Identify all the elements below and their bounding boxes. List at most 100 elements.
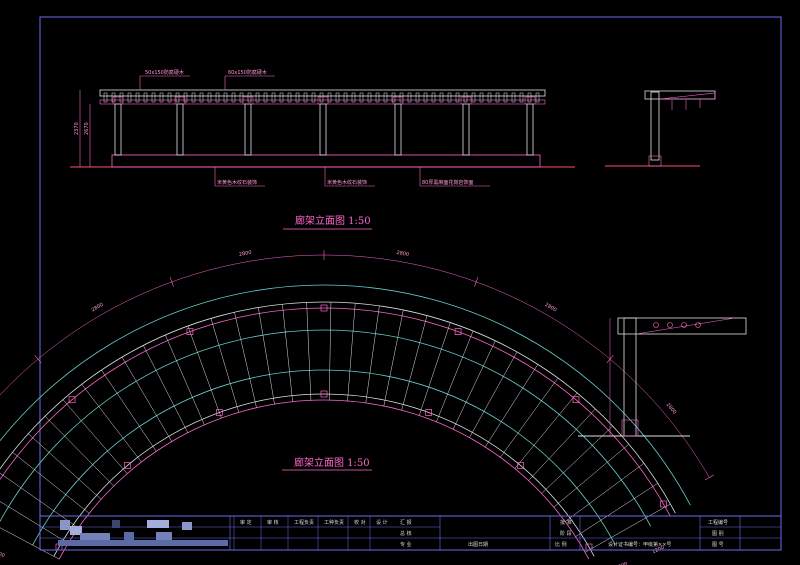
stage-label: 阶 段 — [560, 530, 572, 537]
radial-dim-left: 300 — [0, 550, 5, 559]
project-no-label: 工程编号 — [708, 519, 728, 526]
tb-row2-2: 专 业 — [400, 541, 412, 548]
ratio-label: 比 例 — [555, 541, 567, 548]
rafter-radial — [121, 356, 172, 442]
rafter — [255, 92, 260, 103]
callout-bottom-1: 米黄色木纹石装饰 — [217, 179, 257, 186]
rafter-radial — [553, 443, 630, 508]
title-block-columns: 审 定审 核工程负责工种负责校 对设 计 — [233, 516, 388, 550]
column-cap — [524, 96, 536, 105]
company-logo — [58, 520, 228, 546]
approve-label: 批 准 — [560, 519, 572, 526]
rafter-radial — [62, 399, 128, 474]
rafter — [271, 92, 276, 103]
rafter-radial — [401, 315, 428, 411]
callout-bottom-2: 米黄色木纹石装饰 — [327, 179, 367, 186]
rafter — [135, 92, 140, 103]
column-plan — [68, 396, 76, 404]
rafter — [247, 92, 252, 103]
plan-arc — [58, 399, 590, 560]
rafter — [319, 92, 324, 103]
column — [114, 103, 122, 156]
height-dim-2: 2670 — [84, 122, 90, 135]
title-block: 审 定审 核工程负责工种负责校 对设 计 批 准 阶 段 出图日期 比 例 设计… — [39, 515, 782, 551]
dim-tick — [169, 277, 174, 287]
dim-tick — [474, 277, 479, 287]
rafter-radial — [44, 415, 114, 487]
plan-arc — [0, 301, 676, 514]
rafter — [143, 92, 148, 103]
rafter — [375, 92, 380, 103]
rafter-radial — [234, 312, 257, 408]
tb-row2-0: 汇 报 — [400, 519, 412, 526]
rafter-radial — [0, 527, 60, 560]
rafter — [423, 92, 428, 103]
rafter-radial — [418, 322, 451, 416]
column-plan — [186, 328, 194, 335]
rafter — [471, 92, 476, 103]
rafter-radial — [541, 425, 613, 494]
rafter — [407, 92, 412, 103]
rafter — [279, 92, 284, 103]
rafter-radial — [436, 330, 474, 422]
rafter — [399, 92, 404, 103]
rafter-radial — [210, 318, 240, 413]
segment-dim: 2800 — [665, 402, 678, 416]
rafter — [191, 92, 196, 103]
rafter — [527, 92, 532, 103]
callout-bottom-3: 80厚黑麻面花岗岩饰面 — [422, 179, 473, 186]
rafter — [231, 92, 236, 103]
rafter — [311, 92, 316, 103]
radial-dim-right: 1200 — [615, 561, 629, 565]
column-plan — [320, 390, 328, 398]
rafter — [503, 92, 508, 103]
column — [244, 103, 252, 156]
rafter — [183, 92, 188, 103]
column — [176, 103, 184, 156]
rafter-radial — [12, 452, 90, 514]
rafter — [415, 92, 420, 103]
column-cap — [317, 96, 329, 105]
base-course — [111, 154, 541, 168]
plan-arc — [0, 284, 691, 506]
rafter-radial — [306, 302, 312, 401]
rafter — [463, 92, 468, 103]
rafter — [431, 92, 436, 103]
rafter-radial — [565, 463, 645, 522]
column-plan — [123, 462, 131, 469]
plan-view: 280028002800280028002800120030012001200 … — [0, 250, 714, 565]
column-plan — [425, 409, 433, 416]
rafter — [447, 92, 452, 103]
rafter-radial — [347, 303, 356, 401]
rafter-group — [103, 92, 540, 103]
rafter-radial — [187, 325, 222, 419]
column — [394, 103, 402, 156]
rafter — [111, 92, 116, 103]
rafter — [103, 92, 108, 103]
rafter-radial — [383, 309, 404, 407]
elevation-title: 廊架立面图 1:50 — [295, 214, 371, 227]
rafter — [295, 92, 300, 103]
rafter — [487, 92, 492, 103]
rafter-radial — [282, 304, 293, 402]
column — [462, 103, 470, 156]
rafter-radial — [28, 433, 102, 500]
rafter-radial — [514, 392, 578, 469]
rafter — [167, 92, 172, 103]
rafter — [287, 92, 292, 103]
rafter — [343, 92, 348, 103]
plan-arcs — [0, 254, 710, 560]
dim-tick — [704, 474, 714, 481]
rafter — [535, 92, 540, 103]
height-dim-1: 2370 — [74, 122, 80, 135]
rafter-radial — [0, 501, 69, 544]
column-plan — [660, 500, 667, 508]
column-cap — [112, 96, 124, 105]
rafter — [119, 92, 124, 103]
column-cap — [392, 96, 404, 105]
column — [319, 103, 327, 156]
dimension-arc — [0, 254, 710, 478]
tb-row1-label: 设 计 — [376, 519, 388, 526]
tb-row1-label: 审 核 — [267, 519, 279, 526]
